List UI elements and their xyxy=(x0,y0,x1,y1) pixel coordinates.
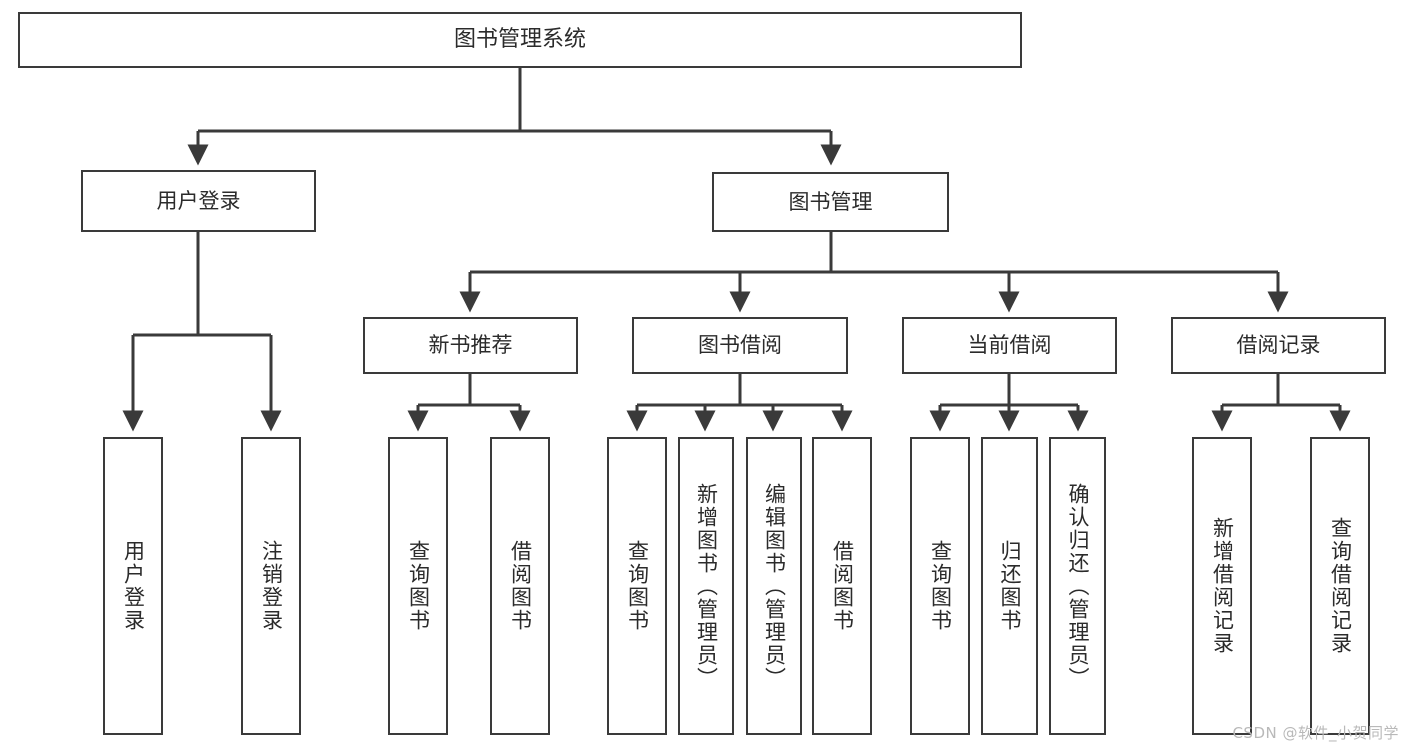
leaf-label: 借阅图书 xyxy=(508,540,533,632)
leaf-label: 查询图书 xyxy=(928,540,953,632)
leaf-label: 新增借阅记录 xyxy=(1210,517,1235,655)
node-user-login-label: 用户登录 xyxy=(156,188,241,213)
node-book-manage[interactable]: 图书管理 xyxy=(712,172,949,232)
node-user-login[interactable]: 用户登录 xyxy=(81,170,316,232)
node-root-label: 图书管理系统 xyxy=(453,27,586,53)
leaf-label: 查询借阅记录 xyxy=(1328,517,1353,655)
node-new-book-label: 新书推荐 xyxy=(428,333,513,358)
leaf-book-borrow-edit[interactable]: 编辑图书（管理员） xyxy=(746,437,802,735)
leaf-user-login-login[interactable]: 用户登录 xyxy=(103,437,163,735)
leaf-label: 新增图书（管理员） xyxy=(694,482,719,690)
leaf-label: 注销登录 xyxy=(259,540,284,632)
leaf-book-borrow-add[interactable]: 新增图书（管理员） xyxy=(678,437,734,735)
node-borrow-record[interactable]: 借阅记录 xyxy=(1171,317,1386,374)
node-borrow-record-label: 借阅记录 xyxy=(1236,333,1321,358)
leaf-new-book-borrow[interactable]: 借阅图书 xyxy=(490,437,550,735)
leaf-borrow-record-query[interactable]: 查询借阅记录 xyxy=(1310,437,1370,735)
node-root[interactable]: 图书管理系统 xyxy=(18,12,1022,68)
node-new-book[interactable]: 新书推荐 xyxy=(363,317,578,374)
leaf-current-borrow-query[interactable]: 查询图书 xyxy=(910,437,970,735)
node-book-borrow-label: 图书借阅 xyxy=(698,333,782,358)
node-book-borrow[interactable]: 图书借阅 xyxy=(632,317,848,374)
leaf-borrow-record-add[interactable]: 新增借阅记录 xyxy=(1192,437,1252,735)
leaf-label: 确认归还（管理员） xyxy=(1066,482,1090,690)
leaf-current-borrow-confirm[interactable]: 确认归还（管理员） xyxy=(1049,437,1106,735)
leaf-new-book-query[interactable]: 查询图书 xyxy=(388,437,448,735)
leaf-user-login-logout[interactable]: 注销登录 xyxy=(241,437,301,735)
node-book-manage-label: 图书管理 xyxy=(788,189,873,214)
leaf-label: 查询图书 xyxy=(625,540,650,632)
node-current-borrow-label: 当前借阅 xyxy=(967,333,1052,358)
leaf-label: 归还图书 xyxy=(998,540,1022,632)
leaf-book-borrow-query[interactable]: 查询图书 xyxy=(607,437,667,735)
leaf-label: 借阅图书 xyxy=(830,540,855,632)
leaf-label: 查询图书 xyxy=(406,540,431,632)
node-current-borrow[interactable]: 当前借阅 xyxy=(902,317,1117,374)
leaf-book-borrow-borrow[interactable]: 借阅图书 xyxy=(812,437,872,735)
watermark-text: CSDN @软件_小贺同学 xyxy=(1232,724,1399,742)
leaf-current-borrow-return[interactable]: 归还图书 xyxy=(981,437,1038,735)
leaf-label: 编辑图书（管理员） xyxy=(762,482,787,690)
leaf-label: 用户登录 xyxy=(121,540,146,632)
